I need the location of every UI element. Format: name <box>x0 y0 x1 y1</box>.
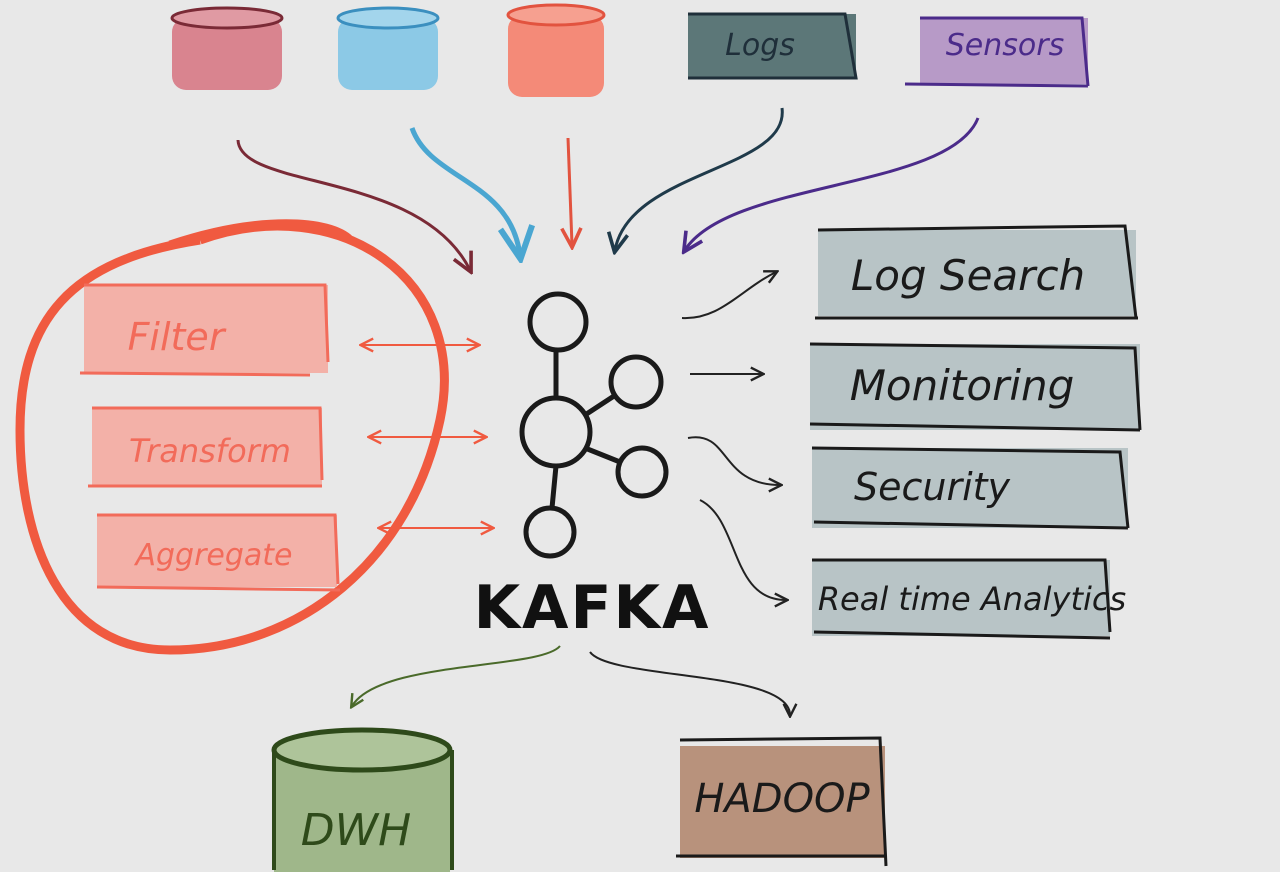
source-logs: Logs <box>688 12 858 80</box>
monitoring-label: Monitoring <box>850 361 1075 410</box>
source-db-pink <box>170 6 284 90</box>
output-arrows <box>352 272 790 715</box>
sink-dwh: DWH <box>271 727 454 872</box>
source-db-orange <box>506 3 606 97</box>
filter-label: Filter <box>128 315 227 359</box>
input-arrows <box>236 107 980 270</box>
dwh-label: DWH <box>301 805 411 856</box>
source-sensors: Sensors <box>904 16 1090 88</box>
sink-hadoop: HADOOP <box>676 736 888 867</box>
kafka-label: KAFKA <box>474 573 711 643</box>
aggregate-label: Aggregate <box>133 538 292 573</box>
logs-label: Logs <box>725 28 795 63</box>
log-search-label: Log Search <box>851 251 1085 300</box>
sensors-label: Sensors <box>946 28 1064 63</box>
analytics-label: Real time Analytics <box>818 580 1126 618</box>
processing-arrows <box>362 345 492 528</box>
consumer-boxes: Log Search Monitoring Security Real time… <box>809 224 1142 640</box>
hadoop-label: HADOOP <box>694 776 870 822</box>
kafka-logo-icon <box>519 291 669 559</box>
processing-circle <box>15 219 449 655</box>
security-label: Security <box>854 465 1011 509</box>
source-db-blue <box>336 6 440 90</box>
processing-boxes: Filter Transform Aggregate <box>79 283 341 592</box>
transform-label: Transform <box>129 432 291 470</box>
